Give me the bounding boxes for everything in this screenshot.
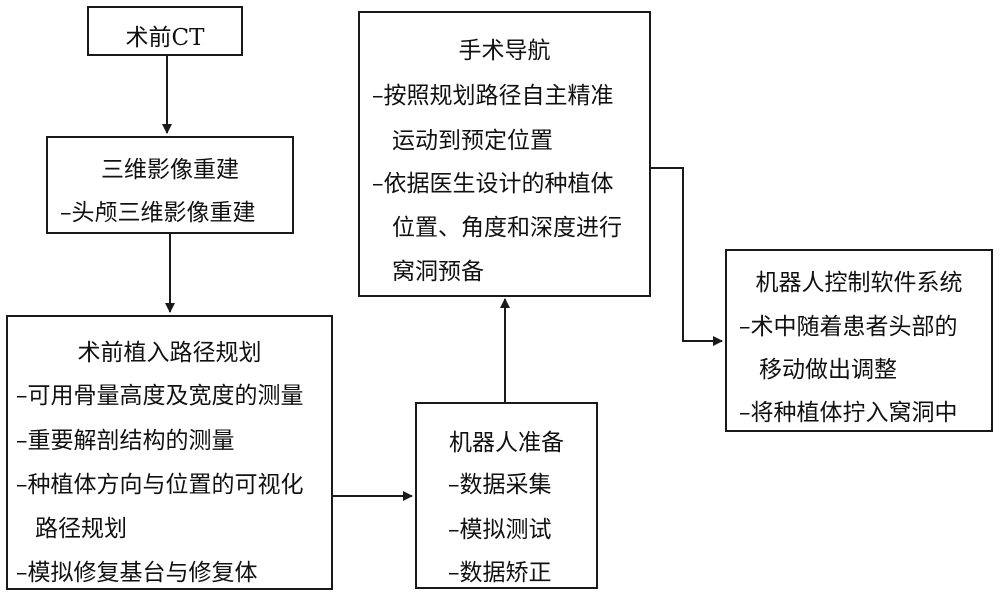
robot-prep-box: 机器人准备 –数据采集 –模拟测试 –数据矫正 — [415, 402, 598, 589]
navigation-item: –按照规划路径自主精准 — [372, 83, 614, 109]
path-planning-title: 术前植入路径规划 — [77, 340, 262, 366]
robot-prep-title: 机器人准备 — [449, 430, 564, 456]
path-planning-item: –重要解剖结构的测量 — [16, 428, 235, 454]
robot-prep-item: –数据采集 — [448, 472, 552, 498]
preop-ct-title: 术前CT — [125, 25, 205, 51]
control-software-item: 移动做出调整 — [759, 357, 897, 383]
navigation-item: 运动到预定位置 — [392, 128, 553, 154]
reconstruction-box: 三维影像重建 –头颅三维影像重建 — [46, 136, 294, 234]
control-software-item: –将种植体拧入窝洞中 — [739, 400, 958, 426]
control-software-box: 机器人控制软件系统 –术中随着患者头部的 移动做出调整 –将种植体拧入窝洞中 — [725, 249, 993, 432]
control-software-item: –术中随着患者头部的 — [739, 314, 958, 340]
path-planning-item: –可用骨量高度及宽度的测量 — [16, 383, 304, 409]
navigation-item: 窝洞预备 — [392, 259, 484, 285]
navigation-box: 手术导航 –按照规划路径自主精准 运动到预定位置 –依据医生设计的种植体 位置、… — [358, 11, 651, 297]
robot-prep-item: –数据矫正 — [448, 560, 552, 586]
navigation-item: 位置、角度和深度进行 — [392, 215, 622, 241]
robot-prep-item: –模拟测试 — [448, 517, 552, 543]
preop-ct-box: 术前CT — [87, 6, 243, 56]
path-planning-item: –模拟修复基台与修复体 — [16, 560, 258, 586]
control-software-title: 机器人控制软件系统 — [755, 270, 963, 296]
arrow-navigation-to-control — [651, 167, 723, 346]
navigation-title: 手术导航 — [458, 38, 551, 64]
path-planning-box: 术前植入路径规划 –可用骨量高度及宽度的测量 –重要解剖结构的测量 –种植体方向… — [6, 315, 333, 590]
reconstruction-title: 三维影像重建 — [101, 157, 239, 183]
path-planning-item: –种植体方向与位置的可视化 — [16, 472, 304, 498]
navigation-item: –依据医生设计的种植体 — [372, 171, 614, 197]
path-planning-item: 路径规划 — [35, 516, 127, 542]
reconstruction-item: –头颅三维影像重建 — [60, 200, 256, 226]
